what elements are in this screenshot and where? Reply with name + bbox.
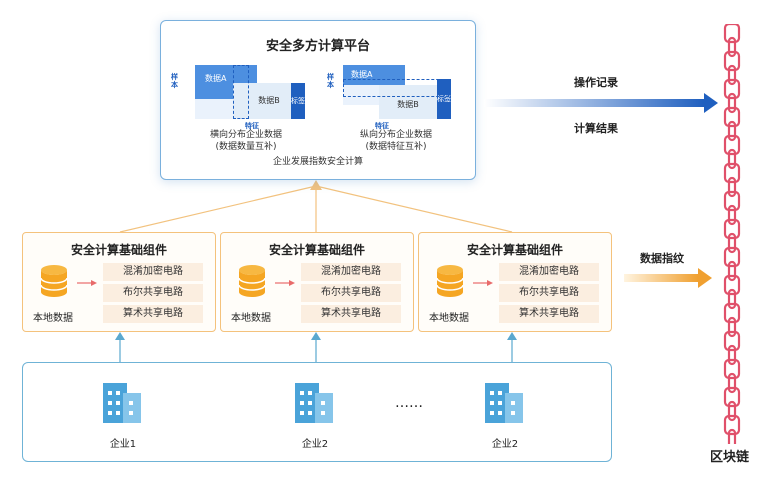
- blockchain-label: 区块链: [710, 450, 750, 465]
- chain-link: [723, 134, 741, 156]
- platform-title: 安全多方计算平台: [265, 39, 370, 54]
- chain-link: [727, 288, 737, 310]
- left-caption-line1: 横向分布企业数据: [209, 130, 282, 140]
- chain-link: [727, 428, 737, 444]
- secure-component-2: 安全计算基础组件 混淆加密电路 布尔共享电路 算术共享电路 本地数据: [220, 232, 414, 332]
- circuit-item: 算术共享电路: [301, 305, 401, 323]
- enterprises-panel: 企业1 企业2 …… 企业2: [22, 362, 612, 462]
- feature-label: 特征: [375, 122, 389, 130]
- data-b-label: 数据B: [397, 100, 419, 109]
- component-title: 安全计算基础组件: [70, 243, 167, 257]
- chain-link: [727, 64, 737, 86]
- chain-link: [723, 246, 741, 268]
- left-caption-line2: (数据数量互补): [215, 142, 277, 152]
- platform-bottom-caption: 企业发展指数安全计算: [272, 157, 363, 167]
- tag-bar: 标签: [437, 79, 451, 119]
- enterprise-label: 企业2: [301, 439, 329, 450]
- building-icon: [103, 383, 141, 423]
- database-icon: [40, 265, 68, 297]
- chain-link: [723, 302, 741, 324]
- chain-link: [723, 386, 741, 408]
- component-title: 安全计算基础组件: [268, 243, 365, 257]
- ellipsis: ……: [395, 395, 423, 411]
- circuit-item: 混淆加密电路: [301, 263, 401, 281]
- dashed-selection: [233, 65, 249, 119]
- local-data-label: 本地数据: [33, 313, 73, 324]
- chain-link: [727, 260, 737, 282]
- chain-link: [723, 78, 741, 100]
- chain-link: [727, 372, 737, 394]
- left-caption: 横向分布企业数据 (数据数量互补): [181, 129, 311, 153]
- chain-link: [723, 358, 741, 380]
- horizontal-data-diagram: 样本 数据A 数据B 标签 特征: [171, 61, 311, 130]
- right-caption-line2: (数据特征互补): [365, 142, 427, 152]
- secure-component-3: 安全计算基础组件 混淆加密电路 布尔共享电路 算术共享电路 本地数据: [418, 232, 612, 332]
- component-title: 安全计算基础组件: [466, 243, 563, 257]
- circuit-item: 混淆加密电路: [499, 263, 599, 281]
- circuit-item: 布尔共享电路: [301, 284, 401, 302]
- chain-link: [727, 36, 737, 58]
- vertical-data-diagram: 样本 数据A 数据B 标签 特征: [327, 61, 467, 130]
- tag-label: 标签: [437, 95, 451, 103]
- circuit-item: 算术共享电路: [499, 305, 599, 323]
- data-a-block: 数据A: [343, 65, 405, 85]
- enterprise-label: 企业1: [109, 439, 137, 450]
- chain-link: [727, 148, 737, 170]
- tag-bar: 标签: [291, 83, 305, 119]
- chain-link: [723, 414, 741, 436]
- chain-link: [723, 106, 741, 128]
- arrow-right-icon: [275, 280, 295, 286]
- orange-arrow: [624, 268, 712, 288]
- building-icon: [485, 383, 523, 423]
- chain-link: [723, 50, 741, 72]
- feature-label: 特征: [245, 122, 259, 130]
- right-caption: 纵向分布企业数据 (数据特征互补): [331, 129, 461, 153]
- chain-link: [727, 92, 737, 114]
- data-a-label: 数据A: [351, 70, 373, 79]
- right-caption-line1: 纵向分布企业数据: [359, 130, 432, 140]
- chain-link: [727, 120, 737, 142]
- blockchain-chain-icon: [723, 24, 741, 444]
- data-a-label: 数据A: [205, 74, 227, 83]
- data-b-label: 数据B: [258, 96, 280, 105]
- chain-link: [727, 232, 737, 254]
- sample-label: 样本: [327, 73, 334, 89]
- chain-link: [723, 330, 741, 352]
- chain-link: [727, 176, 737, 198]
- chain-link: [727, 316, 737, 338]
- arrow-right-icon: [77, 280, 97, 286]
- circuit-item: 布尔共享电路: [103, 284, 203, 302]
- chain-link: [727, 344, 737, 366]
- arrow-right-icon: [473, 280, 493, 286]
- computing-result-label: 计算结果: [574, 122, 618, 135]
- database-icon: [436, 265, 464, 297]
- data-a-lower: [195, 99, 233, 119]
- data-b-block: 数据B: [379, 85, 437, 119]
- chain-link: [727, 400, 737, 422]
- enterprise-label: 企业2: [491, 439, 519, 450]
- sample-label: 样本: [171, 73, 178, 89]
- building-icon: [295, 383, 333, 423]
- chain-link: [723, 218, 741, 240]
- circuit-item: 混淆加密电路: [103, 263, 203, 281]
- chain-link: [723, 162, 741, 184]
- secure-component-1: 安全计算基础组件 混淆加密电路 布尔共享电路 算术共享电路 本地数据: [22, 232, 216, 332]
- blue-arrow: [484, 93, 718, 113]
- circuit-item: 布尔共享电路: [499, 284, 599, 302]
- chain-link: [723, 274, 741, 296]
- tag-label: 标签: [291, 97, 305, 105]
- local-data-label: 本地数据: [231, 313, 271, 324]
- chain-link: [723, 190, 741, 212]
- local-data-label: 本地数据: [429, 313, 469, 324]
- database-icon: [238, 265, 266, 297]
- operation-record-label: 操作记录: [574, 76, 618, 89]
- data-fingerprint-label: 数据指纹: [640, 252, 684, 265]
- chain-link: [723, 24, 741, 44]
- mpc-platform-panel: 安全多方计算平台 样本 数据A 数据B 标签 特征 横向分布企业数据 (数据数量…: [160, 20, 476, 180]
- dashed-selection: [343, 79, 449, 97]
- circuit-item: 算术共享电路: [103, 305, 203, 323]
- chain-link: [727, 204, 737, 226]
